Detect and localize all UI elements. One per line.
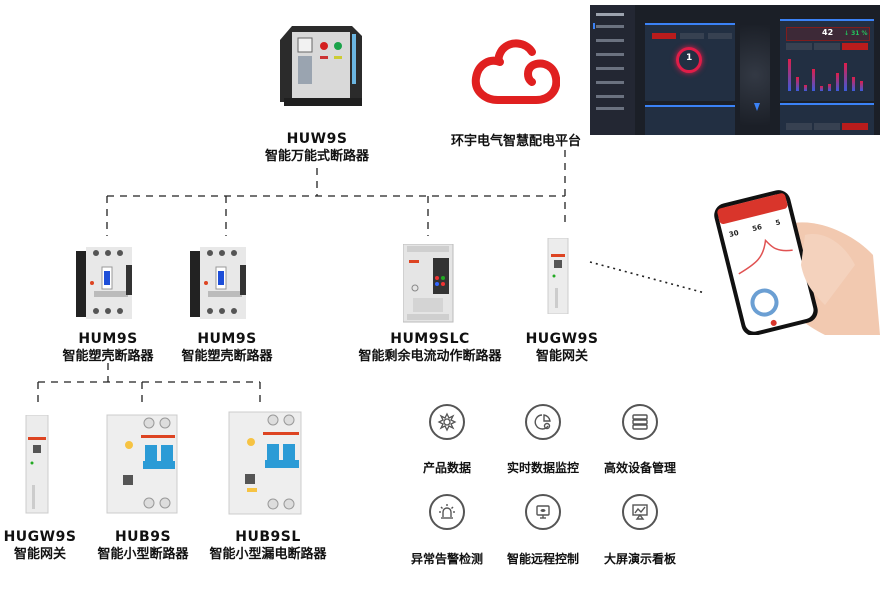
dashboard-right-change: ↓ 31 %	[844, 30, 868, 37]
feature-label-big-screen: 大屏演示看板	[603, 552, 677, 566]
hub9s-label: HUB9S 智能小型断路器	[97, 529, 188, 563]
device-name: 智能网关	[13, 547, 66, 562]
hub9sl-label: HUB9SL 智能小型漏电断路器	[209, 529, 326, 563]
phone-stat-1: 30	[728, 229, 740, 239]
hub9s-image	[105, 413, 179, 519]
device-model: HUB9SL	[235, 529, 301, 545]
hugw9s-image-2	[22, 414, 50, 519]
device-name: 智能塑壳断路器	[62, 349, 154, 364]
device-name: 智能小型断路器	[97, 547, 189, 562]
feature-label-product-data: 产品数据	[422, 461, 472, 475]
device-model: HUGW9S	[525, 331, 599, 347]
device-name: 智能塑壳断路器	[181, 349, 273, 364]
dashboard-right-panel	[780, 19, 874, 101]
hum9slc-image	[402, 243, 455, 328]
platform-label: 环宇电气智慧配电平台	[451, 133, 581, 150]
feature-label-remote-control: 智能远程控制	[506, 552, 580, 566]
hum9s-image-1	[76, 245, 136, 325]
alarm-icon	[429, 494, 465, 530]
remote-control-icon	[525, 494, 561, 530]
dashboard-right-value: 42	[822, 28, 834, 37]
feature-label-device-management: 高效设备管理	[603, 461, 677, 475]
hub9sl-image	[227, 410, 303, 520]
hum9s-label-2: HUM9S 智能塑壳断路器	[181, 331, 272, 365]
product-data-icon	[429, 404, 465, 440]
dashboard-sidebar	[590, 5, 635, 135]
hum9s-image-2	[190, 245, 250, 325]
platform-dashboard-preview: 1 42 ↓ 31 %	[590, 5, 880, 135]
link-gateway-phone	[589, 261, 706, 294]
device-name: 智能小型漏电断路器	[209, 547, 327, 562]
device-management-icon	[622, 404, 658, 440]
device-name: 智能剩余电流动作断路器	[358, 349, 502, 364]
phone-stat-2: 56	[751, 223, 763, 233]
huw9s-image	[270, 22, 370, 110]
hugw9s-image-1	[546, 237, 570, 318]
phone-stat-3: 5	[775, 218, 782, 227]
device-model: HUB9S	[114, 529, 172, 545]
device-model: HUM9SLC	[390, 331, 470, 347]
huw9s-label: HUW9S 智能万能式断路器	[265, 131, 369, 165]
dashboard-count: 1	[686, 53, 693, 63]
device-model: HUW9S	[286, 131, 348, 147]
feature-label-alarm: 异常告警检测	[410, 552, 484, 566]
hum9s-label-1: HUM9S 智能塑壳断路器	[62, 331, 153, 365]
big-screen-icon	[622, 494, 658, 530]
device-model: HUM9S	[78, 331, 138, 347]
realtime-monitor-icon	[525, 404, 561, 440]
hum9slc-label: HUM9SLC 智能剩余电流动作断路器	[358, 331, 501, 365]
dashboard-bottom-panel	[645, 105, 735, 135]
device-name: 智能万能式断路器	[264, 149, 370, 164]
cloud-icon	[470, 38, 561, 110]
hugw9s-label-1: HUGW9S 智能网关	[526, 331, 599, 365]
platform-name: 环宇电气智慧配电平台	[450, 134, 582, 149]
device-name: 智能网关	[535, 349, 588, 364]
feature-label-realtime-monitor: 实时数据监控	[506, 461, 580, 475]
device-model: HUM9S	[197, 331, 257, 347]
hugw9s-label-2: HUGW9S 智能网关	[4, 529, 77, 563]
mobile-app-phone: 30 56 5	[705, 185, 885, 336]
device-model: HUGW9S	[3, 529, 77, 545]
dashboard-bar-chart	[786, 57, 868, 91]
